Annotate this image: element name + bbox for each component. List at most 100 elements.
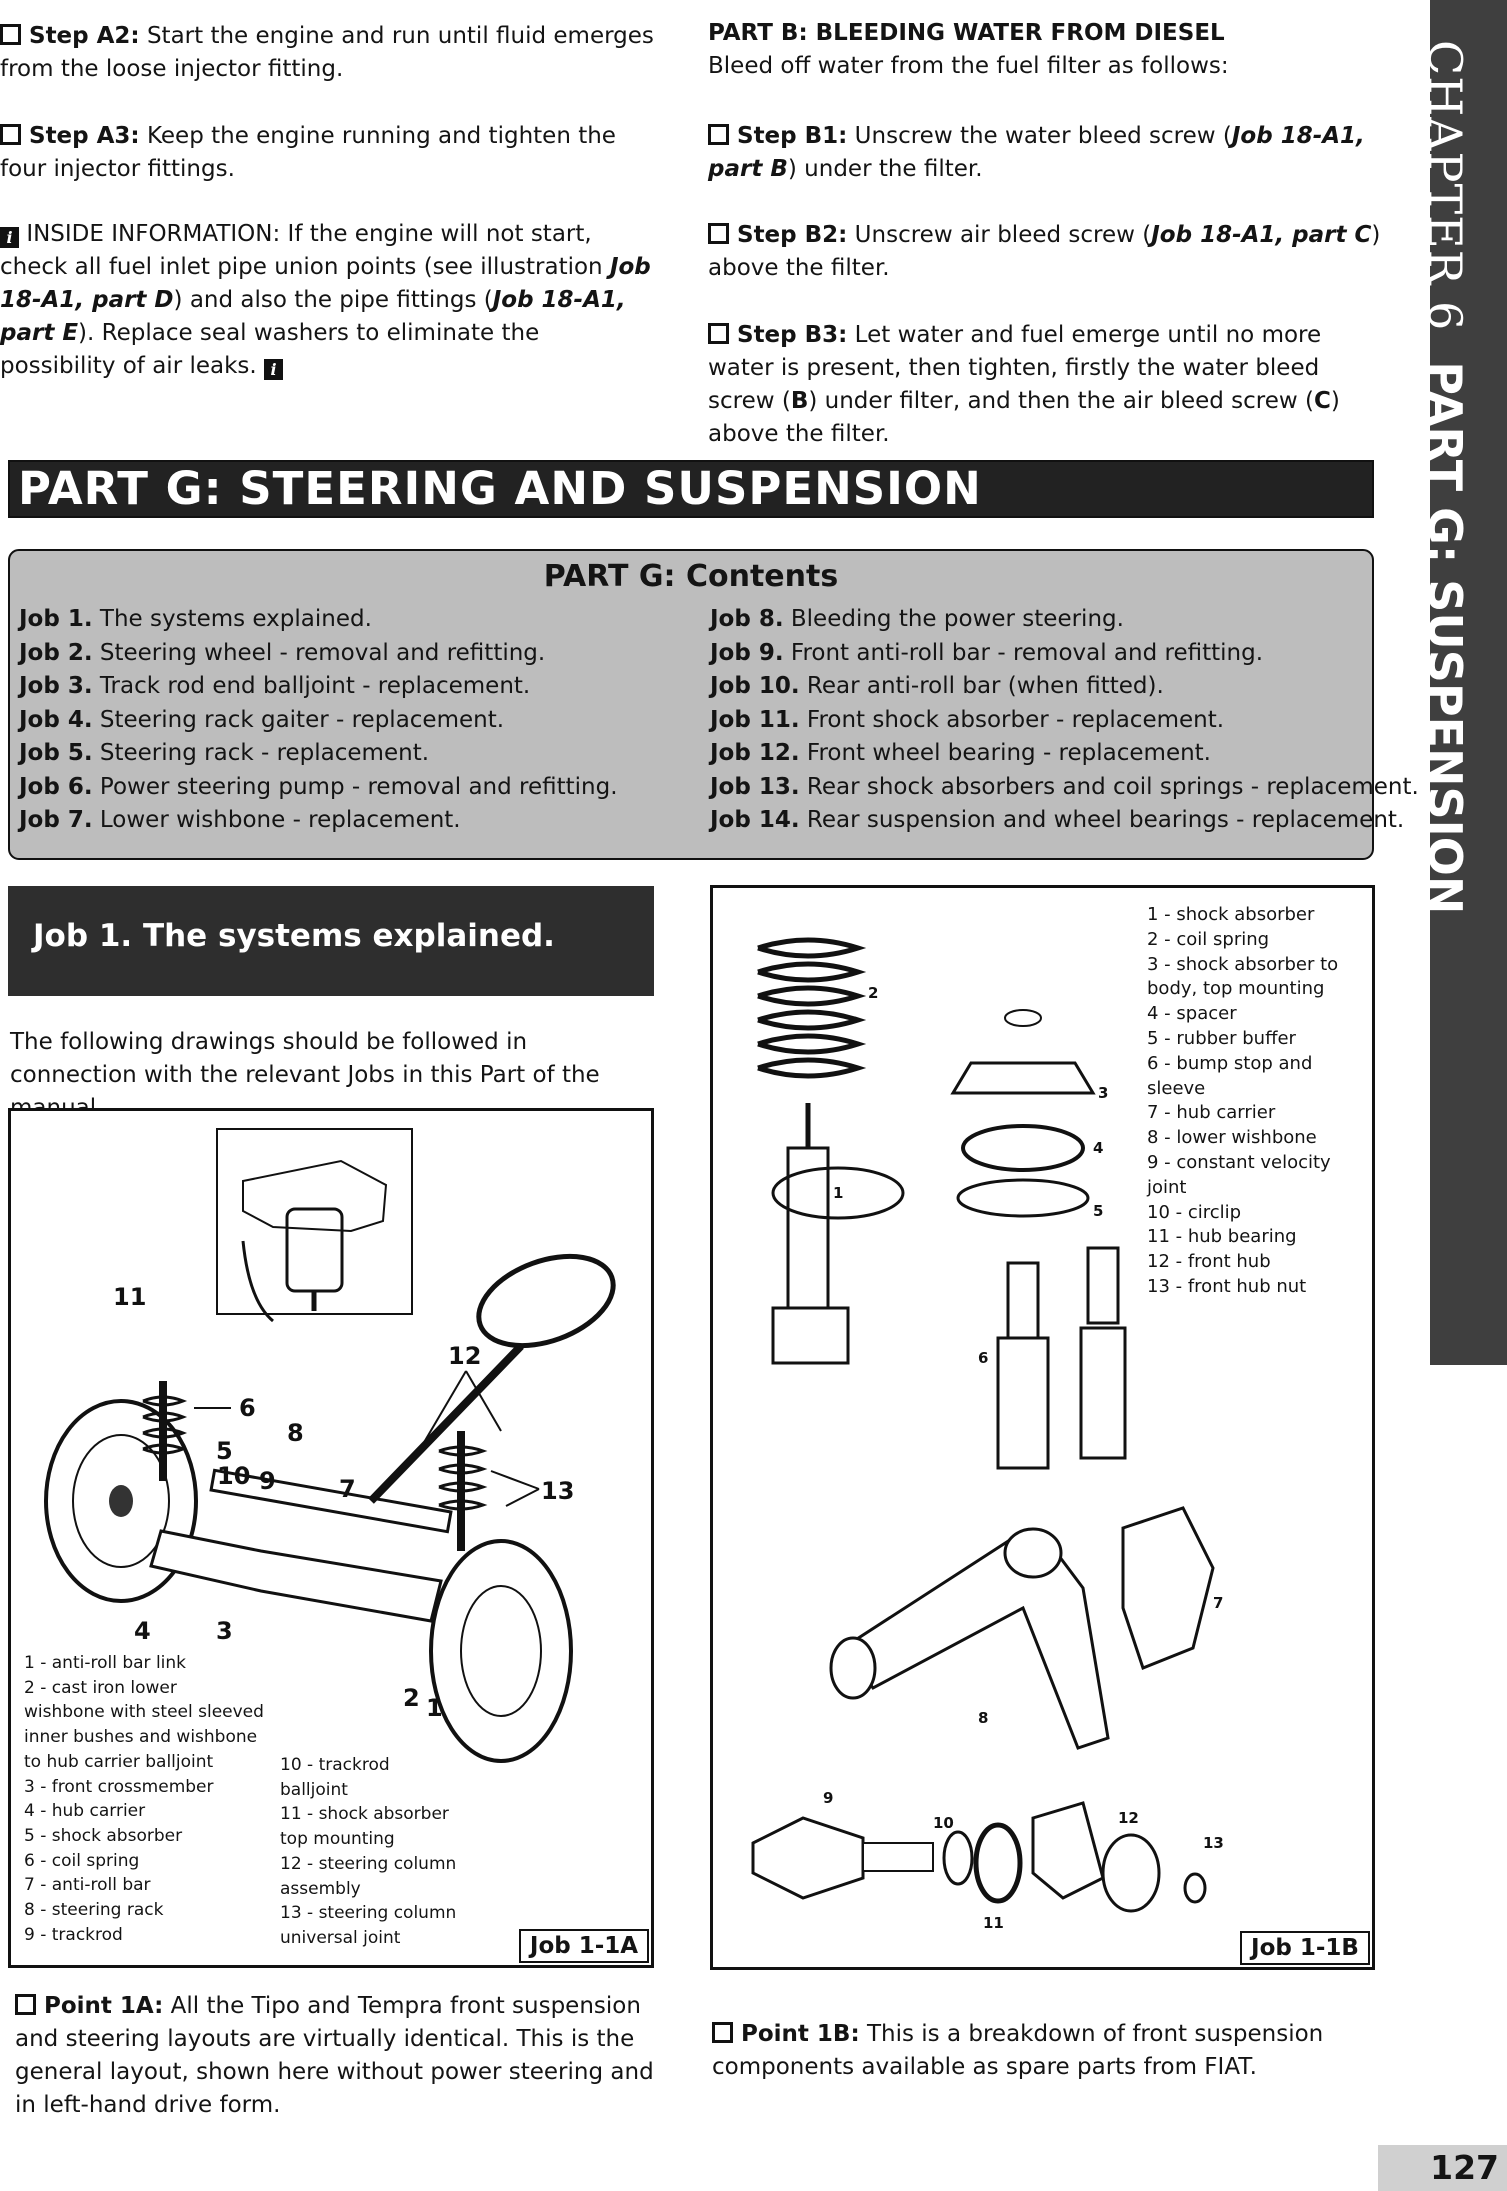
inside-info-text: If the engine will not start, check all …	[0, 221, 610, 280]
hub-carrier-small	[1031, 1801, 1105, 1900]
part-b-intro: Bleed off water from the fuel filter as …	[708, 53, 1229, 79]
callout-2: 2	[868, 984, 878, 1002]
step-a3: Step A3: Keep the engine running and tig…	[0, 120, 660, 186]
sleeve-alt	[1079, 1326, 1127, 1460]
checkbox-icon	[0, 24, 21, 45]
point-1a-label: Point 1A:	[44, 1993, 164, 2019]
chapter-label: CHAPTER 6	[1418, 40, 1472, 332]
chapter-side-tab-text: CHAPTER 6 PART G: SUSPENSION	[1418, 40, 1472, 914]
callout-1: 1	[833, 1184, 843, 1202]
spacer-ring	[961, 1124, 1085, 1172]
figure-a-label: Job 1-1A	[519, 1929, 649, 1963]
figure-b-callouts: 1 2 3 4 5 6 7 8 9 10 11 12 13	[823, 984, 1224, 1932]
step-a2: Step A2: Start the engine and run until …	[0, 20, 660, 86]
page-number-tab: 127	[1378, 2145, 1507, 2191]
contents-job-number: Job 5.	[19, 740, 93, 766]
point-1a-text: All the Tipo and Tempra front suspension…	[15, 1993, 654, 2118]
hub-nut-drawing	[1183, 1872, 1207, 1904]
hub-bearing-drawing	[973, 1822, 1023, 1904]
legend-item: 6 - coil spring	[24, 1850, 140, 1871]
step-b2-text: Unscrew air bleed screw (	[847, 222, 1152, 248]
figure-job-1-1b: 1 2 3 4 5 6 7 8 9 10 11 12 13 1 - shock …	[710, 885, 1375, 1970]
contents-job-number: Job 13.	[710, 773, 800, 800]
legend-item: 1 - anti-roll bar link	[24, 1653, 187, 1673]
front-hub-drawing	[1101, 1833, 1161, 1913]
contents-job-title: Front anti-roll bar - removal and refitt…	[783, 639, 1264, 666]
legend-item: 10 - circlip	[1147, 1201, 1242, 1223]
contents-item: Job 14. Rear suspension and wheel bearin…	[710, 804, 1419, 838]
part-label: PART G: SUSPENSION	[1418, 361, 1472, 915]
legend-item: balljoint	[280, 1779, 348, 1800]
contents-item: Job 9. Front anti-roll bar - removal and…	[710, 637, 1419, 671]
contents-job-title: Rear shock absorbers and coil springs - …	[799, 773, 1419, 800]
legend-item: joint	[1147, 1176, 1187, 1198]
step-b1-text: ) under the filter.	[787, 156, 983, 182]
legend-item: wishbone with steel sleeved	[24, 1702, 264, 1723]
checkbox-icon	[712, 2022, 733, 2043]
legend-item: 12 - front hub	[1147, 1251, 1271, 1273]
contents-job-number: Job 8.	[710, 606, 784, 632]
callout-6: 6	[978, 1349, 988, 1367]
callout-12: 12	[1118, 1809, 1139, 1827]
contents-item: Job 11. Front shock absorber - replaceme…	[710, 704, 1419, 738]
crossmember	[149, 1529, 443, 1623]
step-a2-text: Start the engine and run until fluid eme…	[0, 23, 654, 82]
contents-item: Job 10. Rear anti-roll bar (when fitted)…	[710, 670, 1419, 704]
contents-job-number: Job 4.	[19, 706, 93, 733]
wishbone-bush-rear	[1003, 1527, 1063, 1579]
figure-a-legend-right: 10 - trackrod balljoint 11 - shock absor…	[280, 1753, 456, 1951]
callout-9: 9	[259, 1467, 276, 1495]
steering-rack	[209, 1468, 453, 1534]
legend-item: 13 - steering column	[280, 1903, 457, 1924]
inset-hose	[241, 1240, 274, 1323]
top-mounting	[950, 1061, 1096, 1095]
contents-item: Job 3. Track rod end balljoint - replace…	[19, 670, 618, 704]
legend-item: body, top mounting	[1147, 978, 1325, 1000]
callout-9: 9	[823, 1789, 833, 1807]
contents-item: Job 1. The systems explained.	[19, 603, 618, 637]
inside-info-text: ) and also the pipe fittings (	[173, 287, 493, 313]
job1-header: Job 1. The systems explained.	[8, 886, 654, 996]
callout-8: 8	[978, 1709, 988, 1727]
step-b2-text: ) above the filter.	[708, 222, 1381, 281]
step-b1: Step B1: Unscrew the water bleed screw (…	[708, 120, 1388, 186]
info-icon: i	[0, 227, 19, 248]
circlip-drawing	[942, 1830, 974, 1886]
point-1b: Point 1B: This is a breakdown of front s…	[712, 2018, 1362, 2084]
legend-item: to hub carrier balljoint	[24, 1751, 214, 1772]
legend-item: universal joint	[280, 1927, 401, 1948]
contents-job-title: Power steering pump - removal and refitt…	[92, 773, 618, 800]
legend-item: 7 - anti-roll bar	[24, 1875, 151, 1896]
inside-info-text: ). Replace seal washers to eliminate the…	[0, 320, 540, 379]
legend-item: 8 - steering rack	[24, 1900, 164, 1921]
checkbox-icon	[15, 1994, 36, 2015]
step-b1-text: Unscrew the water bleed screw (	[847, 123, 1232, 149]
callout-7: 7	[1213, 1594, 1223, 1612]
legend-item: 13 - front hub nut	[1147, 1275, 1307, 1297]
contents-job-title: Steering rack gaiter - replacement.	[92, 706, 505, 733]
callout-4: 4	[1093, 1139, 1103, 1157]
legend-item: 4 - hub carrier	[24, 1801, 146, 1822]
legend-item: top mounting	[280, 1829, 395, 1850]
legend-item: 2 - coil spring	[1147, 928, 1270, 950]
contents-job-title: Steering wheel - removal and refitting.	[92, 639, 546, 666]
contents-item: Job 2. Steering wheel - removal and refi…	[19, 637, 618, 671]
drive-shaft-splines	[862, 1842, 934, 1872]
step-a3-label: Step A3:	[29, 123, 140, 149]
callout-11: 11	[113, 1283, 146, 1311]
callout-11: 11	[983, 1914, 1004, 1932]
info-icon: i	[264, 359, 284, 380]
hub-carrier-drawing	[1121, 1506, 1215, 1670]
job1-title: Job 1. The systems explained.	[33, 918, 555, 954]
checkbox-icon	[708, 223, 729, 244]
step-b3-text: ) under filter, and then the air bleed s…	[808, 388, 1314, 414]
callout-3: 3	[216, 1617, 233, 1645]
callout-1: 1	[426, 1694, 443, 1722]
step-b2: Step B2: Unscrew air bleed screw (Job 18…	[708, 219, 1388, 285]
wishbone-bush-front	[829, 1636, 877, 1700]
rubber-buffer-alt	[1086, 1246, 1120, 1325]
contents-job-title: Track rod end balljoint - replacement.	[92, 673, 531, 699]
callout-2: 2	[403, 1684, 420, 1712]
legend-item: 11 - hub bearing	[1147, 1226, 1297, 1248]
coil-spring-drawing	[757, 937, 867, 1079]
